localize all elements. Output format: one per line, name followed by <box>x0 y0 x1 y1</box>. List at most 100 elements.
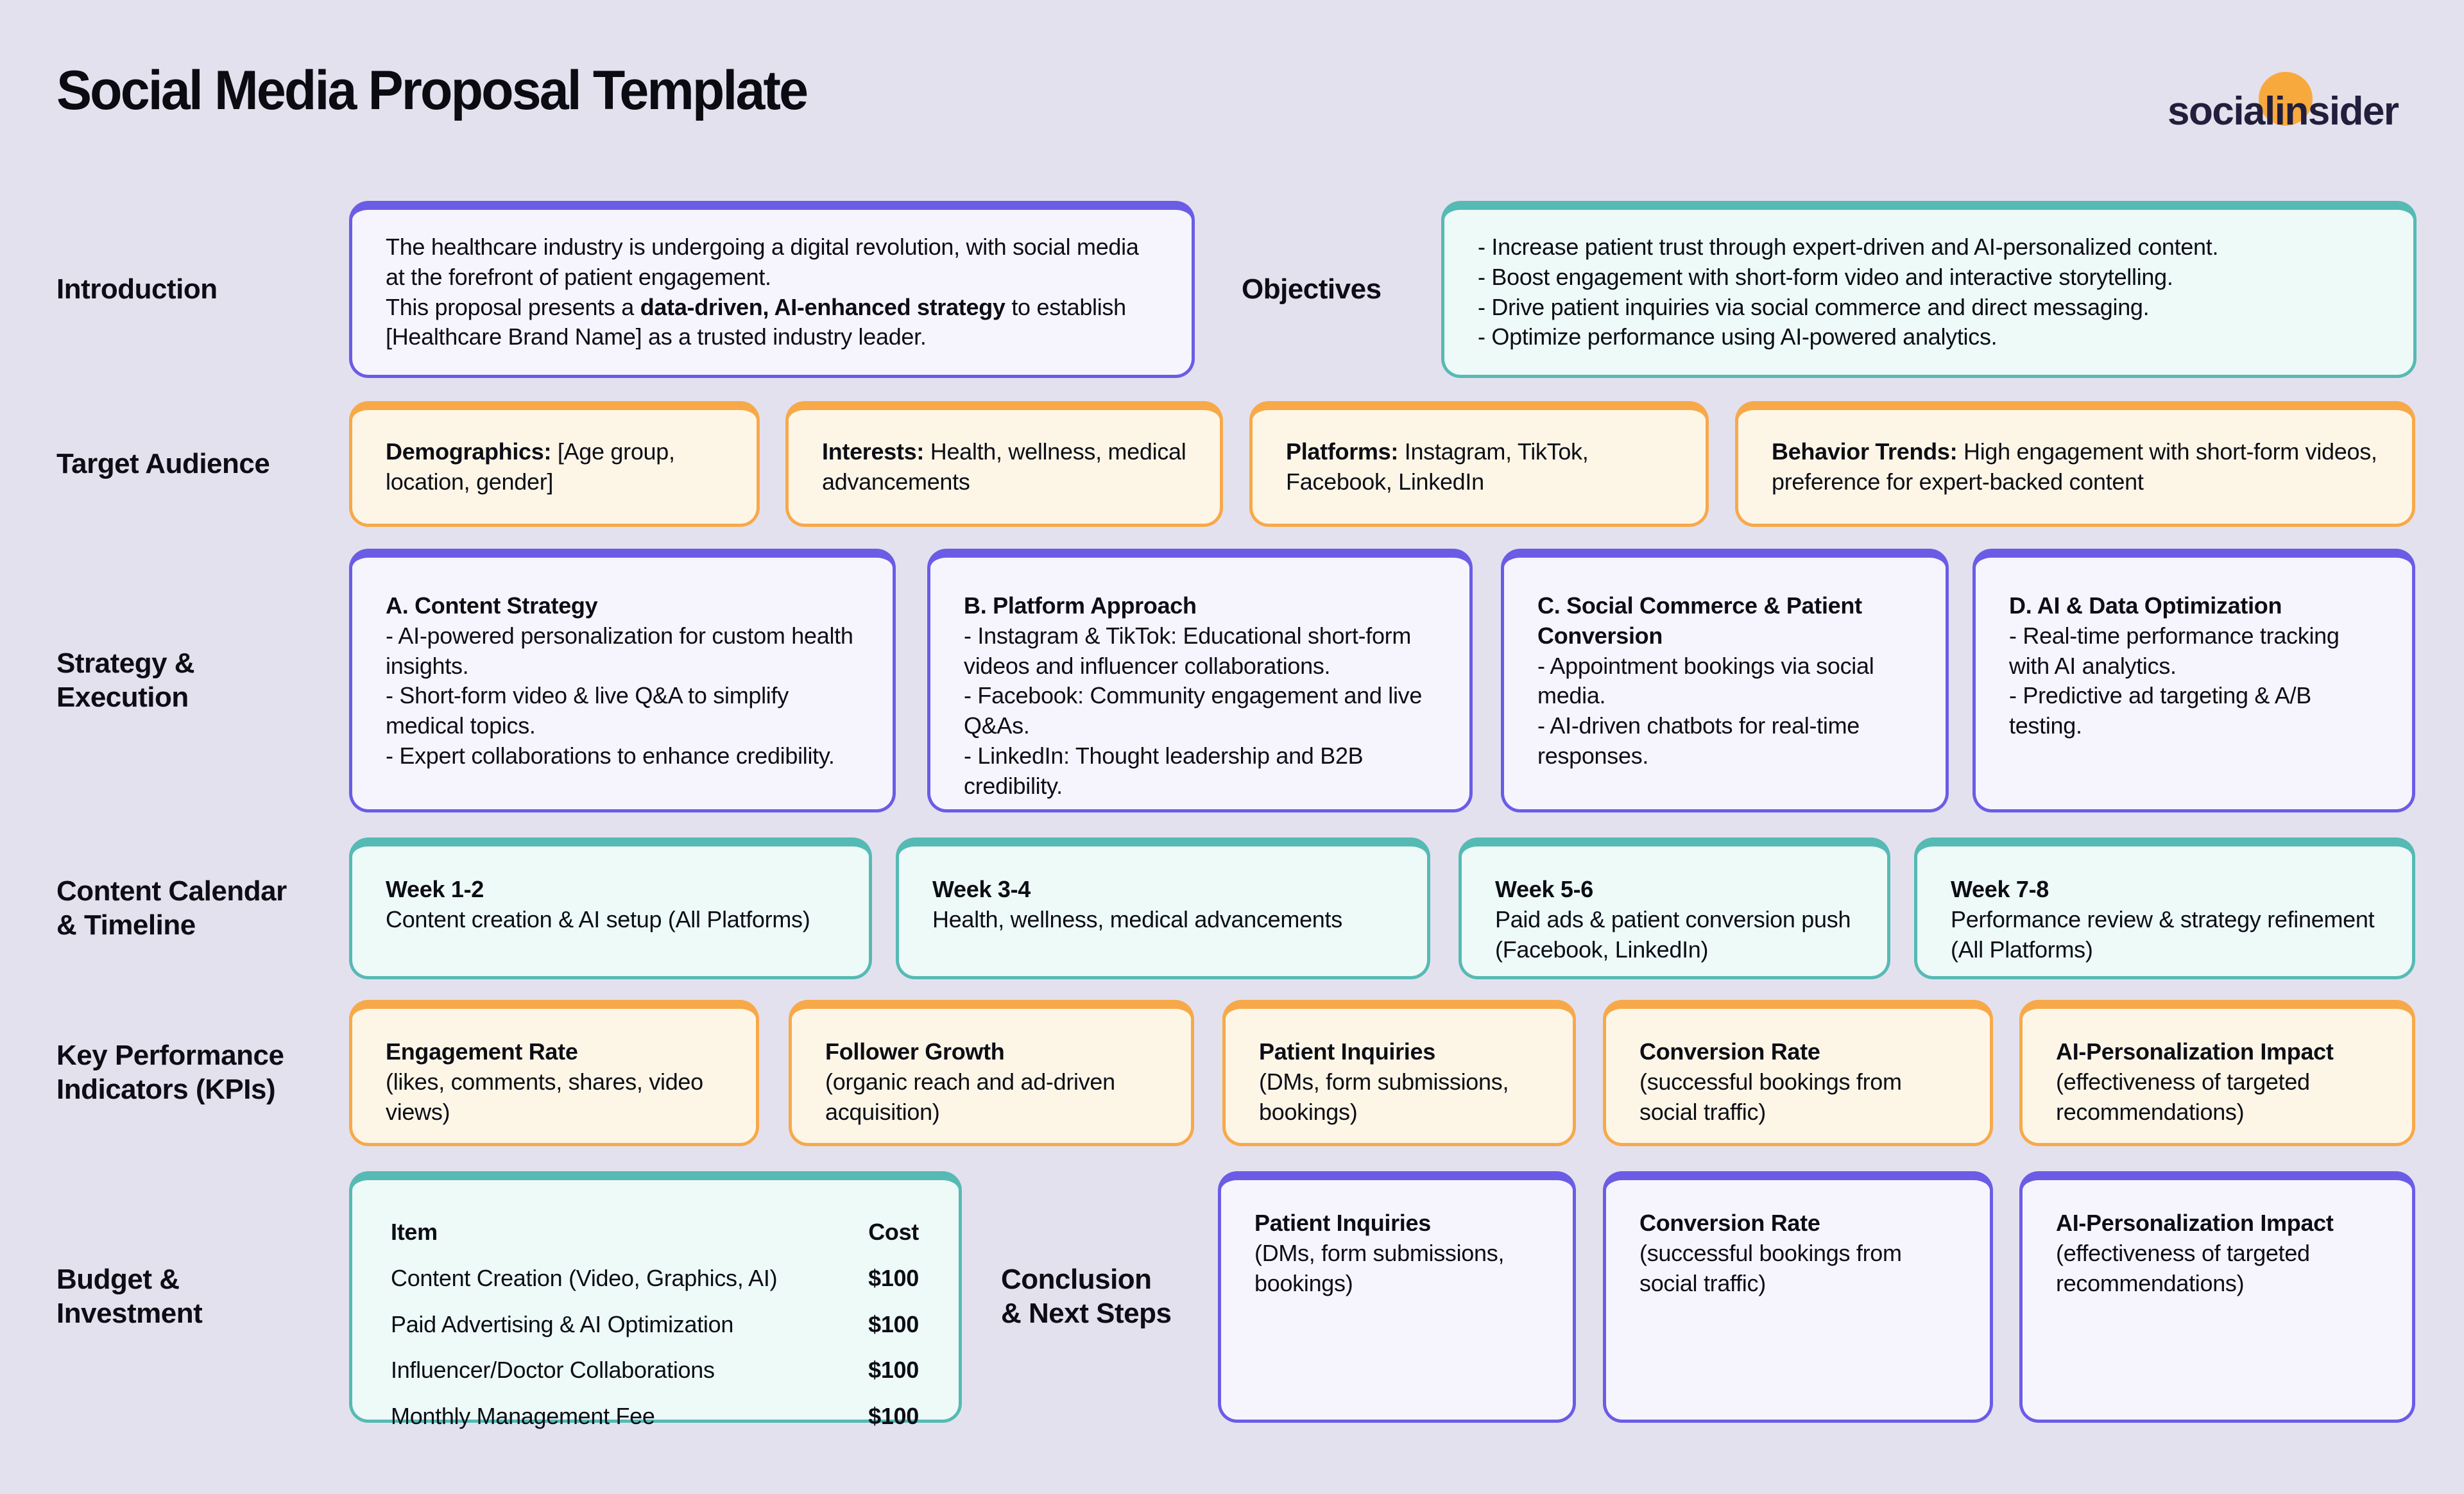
conclusion-ai-personalization-title: AI-Personalization Impact <box>2056 1210 2334 1236</box>
week-5-6-text: Paid ads & patient conversion push (Face… <box>1495 906 1851 963</box>
demographics-card: Demographics: [Age group, location, gend… <box>349 401 760 527</box>
social-commerce-line: - Appointment bookings via social media. <box>1537 652 1874 709</box>
interests-bold: Interests: <box>822 438 925 465</box>
platforms-text: Platforms: Instagram, TikTok, Facebook, … <box>1286 437 1672 497</box>
budget-header-item: Item <box>391 1219 438 1245</box>
calendar-label-line1: Content Calendar <box>56 875 287 907</box>
introduction-label-text: Introduction <box>56 273 218 305</box>
platforms-rest: Instagram, TikTok, Facebook, LinkedIn <box>1286 438 1589 495</box>
logo-text: socialinsider <box>2168 89 2399 134</box>
logo-text-post: nsider <box>2284 89 2400 133</box>
platform-approach-line: - Facebook: Community engagement and liv… <box>964 682 1423 739</box>
budget-row-item: Content Creation (Video, Graphics, AI) <box>391 1264 778 1291</box>
demographics-text: Demographics: [Age group, location, gend… <box>386 437 723 497</box>
budget-label-line2: Investment <box>56 1298 203 1329</box>
calendar-label-line2: & Timeline <box>56 909 196 941</box>
budget-row: Influencer/Doctor Collaborations $100 <box>391 1355 919 1386</box>
conclusion-conversion-rate-card: Conversion Rate (successful bookings fro… <box>1603 1171 1993 1423</box>
content-strategy-card: A. Content Strategy - AI-powered persona… <box>349 549 896 812</box>
ai-personalization-kpi-text: (effectiveness of targeted recommendatio… <box>2056 1068 2310 1125</box>
conclusion-conversion-rate-title: Conversion Rate <box>1639 1210 1820 1236</box>
social-commerce-line: - AI-driven chatbots for real-time respo… <box>1537 712 1860 769</box>
interests-rest: Health, wellness, medical advancements <box>822 438 1186 495</box>
budget-investment-label: Budget & Investment <box>56 1171 203 1423</box>
platform-approach-card: B. Platform Approach - Instagram & TikTo… <box>927 549 1473 812</box>
conversion-rate-kpi-title: Conversion Rate <box>1639 1038 1820 1065</box>
week-3-4-title: Week 3-4 <box>932 876 1031 902</box>
content-strategy-line: - AI-powered personalization for custom … <box>386 622 853 679</box>
week-7-8-title: Week 7-8 <box>1951 876 2049 902</box>
conclusion-patient-inquiries-card: Patient Inquiries (DMs, form submissions… <box>1218 1171 1576 1423</box>
behavior-trends-bold: Behavior Trends: <box>1772 438 1958 465</box>
kpis-label-line2: Indicators (KPIs) <box>56 1074 276 1105</box>
introduction-card: The healthcare industry is undergoing a … <box>349 201 1195 378</box>
week-1-2-card: Week 1-2 Content creation & AI setup (Al… <box>349 837 872 979</box>
ai-data-optimization-card: D. AI & Data Optimization - Real-time pe… <box>1972 549 2415 812</box>
platform-approach-line: - Instagram & TikTok: Educational short-… <box>964 622 1412 679</box>
follower-growth-card: Follower Growth (organic reach and ad-dr… <box>789 1000 1194 1146</box>
objective-line: - Optimize performance using AI-powered … <box>1478 323 1998 350</box>
content-strategy-line: - Expert collaborations to enhance credi… <box>386 742 835 769</box>
target-audience-label: Target Audience <box>56 401 270 527</box>
behavior-trends-rest: High engagement with short-form videos, … <box>1772 438 2377 495</box>
conclusion-label: Conclusion & Next Steps <box>1001 1171 1172 1423</box>
strategy-execution-label: Strategy & Execution <box>56 549 195 812</box>
week-3-4-text: Health, wellness, medical advancements <box>932 906 1342 932</box>
engagement-rate-title: Engagement Rate <box>386 1038 578 1065</box>
patient-inquiries-kpi-title: Patient Inquiries <box>1259 1038 1435 1065</box>
page-title: Social Media Proposal Template <box>56 60 809 121</box>
objective-line: - Boost engagement with short-form video… <box>1478 263 2173 290</box>
platforms-card: Platforms: Instagram, TikTok, Facebook, … <box>1249 401 1709 527</box>
kpis-label-line1: Key Performance <box>56 1040 284 1072</box>
behavior-trends-card: Behavior Trends: High engagement with sh… <box>1735 401 2415 527</box>
week-5-6-card: Week 5-6 Paid ads & patient conversion p… <box>1459 837 1890 979</box>
intro-p2-post: to establish [Healthcare Brand Name] as … <box>386 293 1126 350</box>
social-commerce-card: C. Social Commerce & Patient Conversion … <box>1501 549 1949 812</box>
week-3-4-card: Week 3-4 Health, wellness, medical advan… <box>896 837 1430 979</box>
conversion-rate-kpi-text: (successful bookings from social traffic… <box>1639 1068 1902 1125</box>
ai-personalization-kpi-title: AI-Personalization Impact <box>2056 1038 2334 1065</box>
budget-table-header: Item Cost <box>391 1217 919 1248</box>
budget-row-cost: $100 <box>868 1264 919 1291</box>
engagement-rate-text: (likes, comments, shares, video views) <box>386 1068 703 1125</box>
interests-card: Interests: Health, wellness, medical adv… <box>785 401 1223 527</box>
week-1-2-text: Content creation & AI setup (All Platfor… <box>386 906 810 932</box>
behavior-trends-text: Behavior Trends: High engagement with sh… <box>1772 437 2379 497</box>
week-1-2-title: Week 1-2 <box>386 876 484 902</box>
demographics-bold: Demographics: <box>386 438 552 465</box>
conclusion-patient-inquiries-title: Patient Inquiries <box>1254 1210 1431 1236</box>
conclusion-label-line2: & Next Steps <box>1001 1298 1172 1329</box>
strategy-label-line2: Execution <box>56 681 189 713</box>
interests-text: Interests: Health, wellness, medical adv… <box>822 437 1186 497</box>
content-strategy-line: - Short-form video & live Q&A to simplif… <box>386 682 789 739</box>
conclusion-patient-inquiries-text: (DMs, form submissions, bookings) <box>1254 1239 1505 1296</box>
ai-data-optimization-line: - Predictive ad targeting & A/B testing. <box>2009 682 2311 739</box>
budget-row-cost: $100 <box>868 1403 919 1430</box>
budget-row-item: Monthly Management Fee <box>391 1403 655 1430</box>
introduction-label: Introduction <box>56 201 218 378</box>
week-5-6-title: Week 5-6 <box>1495 876 1594 902</box>
logo-text-mid: li <box>2264 89 2286 133</box>
strategy-label-line1: Strategy & <box>56 647 195 679</box>
objective-line: - Increase patient trust through expert-… <box>1478 233 2219 260</box>
platform-approach-line: - LinkedIn: Thought leadership and B2B c… <box>964 742 1364 799</box>
engagement-rate-card: Engagement Rate (likes, comments, shares… <box>349 1000 759 1146</box>
objectives-label-text: Objectives <box>1242 273 1382 305</box>
week-7-8-text: Performance review & strategy refinement… <box>1951 906 2375 963</box>
platforms-bold: Platforms: <box>1286 438 1399 465</box>
content-strategy-title: A. Content Strategy <box>386 592 598 619</box>
conclusion-ai-personalization-card: AI-Personalization Impact (effectiveness… <box>2019 1171 2415 1423</box>
follower-growth-title: Follower Growth <box>825 1038 1005 1065</box>
budget-header-cost: Cost <box>868 1219 919 1245</box>
objectives-card: - Increase patient trust through expert-… <box>1441 201 2417 378</box>
objective-line: - Drive patient inquiries via social com… <box>1478 293 2150 320</box>
introduction-paragraph-2: This proposal presents a data-driven, AI… <box>386 293 1158 353</box>
ai-data-optimization-line: - Real-time performance tracking with AI… <box>2009 622 2340 679</box>
conclusion-conversion-rate-text: (successful bookings from social traffic… <box>1639 1239 1902 1296</box>
budget-row: Content Creation (Video, Graphics, AI) $… <box>391 1264 919 1294</box>
budget-row-cost: $100 <box>868 1357 919 1384</box>
budget-row-cost: $100 <box>868 1310 919 1337</box>
follower-growth-text: (organic reach and ad-driven acquisition… <box>825 1068 1115 1125</box>
social-commerce-title: C. Social Commerce & Patient Conversion <box>1537 592 1862 649</box>
